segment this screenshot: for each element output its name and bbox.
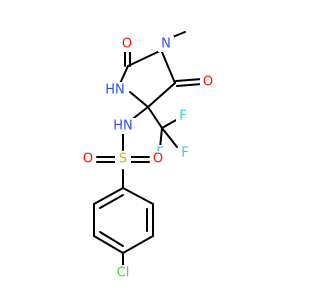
bond-ar-1 [122, 187, 154, 205]
atom-o-top: O [122, 37, 132, 52]
bond-c4-n3 [129, 91, 149, 108]
molecule-structure: O N HN O F F F HN O S O Cl [80, 31, 216, 281]
atom-o-left: O [83, 152, 93, 167]
atom-cl: Cl [117, 266, 130, 281]
bond-ar-4 [93, 235, 124, 254]
bond-ar-3 [122, 235, 154, 254]
bond-c5-c4 [147, 82, 176, 108]
bond-n1-c5 [161, 51, 176, 84]
bond-cf3-f2 [161, 127, 178, 148]
bond-c2-n1 [127, 49, 163, 67]
bond-ar-inner-3 [99, 194, 124, 209]
bond-c5-o-double-b [176, 83, 203, 87]
atom-n-methyl: N [161, 37, 171, 52]
atom-nh-ring: HN [105, 83, 125, 98]
bond-cf3-f3 [159, 127, 163, 149]
atom-nh-sulfonamide: HN [113, 119, 133, 134]
bond-ar-6 [93, 187, 124, 205]
bond-c4-cf3 [147, 106, 163, 129]
bonds [93, 31, 203, 267]
atom-o-right2: O [153, 152, 163, 167]
bond-c5-o-double-a [175, 78, 203, 82]
atom-labels: O N HN O F F F HN O S O Cl [80, 36, 216, 281]
bond-ar-inner-2 [99, 231, 124, 247]
bond-cf3-f1 [161, 118, 179, 129]
atom-o-right: O [203, 75, 213, 90]
atom-f-1: F [179, 109, 186, 124]
atom-s: S [119, 152, 127, 167]
atom-f-2: F [181, 146, 188, 161]
